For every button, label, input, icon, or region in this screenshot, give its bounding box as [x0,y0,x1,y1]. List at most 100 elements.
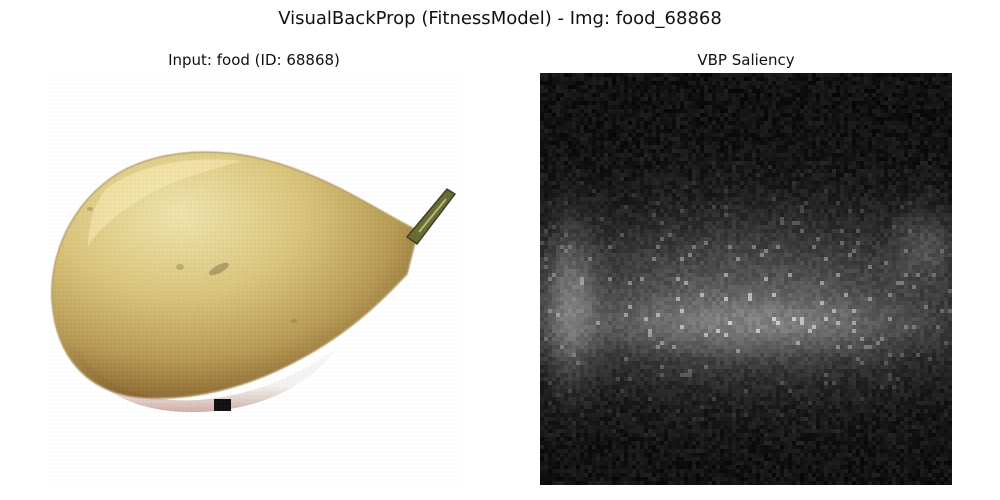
saliency-pixel [892,73,896,77]
saliency-pixel [548,265,552,269]
saliency-pixel [924,129,928,133]
saliency-pixel [560,253,564,257]
saliency-pixel [880,245,884,249]
saliency-pixel [780,157,784,161]
saliency-pixel [748,193,752,197]
saliency-pixel [788,137,792,141]
saliency-pixel [592,265,596,269]
saliency-pixel [668,221,672,225]
saliency-pixel [872,93,876,97]
saliency-pixel [640,197,644,201]
saliency-pixel [888,117,892,121]
saliency-pixel [848,213,852,217]
saliency-pixel [728,257,732,261]
saliency-pixel [732,81,736,85]
saliency-pixel [576,209,580,213]
saliency-pixel [908,209,912,213]
saliency-pixel [900,169,904,173]
saliency-pixel [568,85,572,89]
saliency-pixel [772,149,776,153]
saliency-pixel [916,117,920,121]
saliency-pixel [688,165,692,169]
saliency-pixel [860,241,864,245]
saliency-pixel [908,189,912,193]
saliency-pixel [944,105,948,109]
saliency-pixel [940,73,944,77]
saliency-pixel [948,213,952,217]
saliency-pixel [604,137,608,141]
saliency-pixel [664,105,668,109]
saliency-pixel [652,165,656,169]
saliency-pixel [760,149,764,153]
saliency-pixel [696,153,700,157]
saliency-pixel [608,145,612,149]
saliency-pixel [600,109,604,113]
saliency-pixel [796,73,800,77]
saliency-pixel [648,117,652,121]
saliency-pixel [832,249,836,253]
saliency-pixel [780,261,784,265]
saliency-pixel [840,193,844,197]
saliency-pixel [624,201,628,205]
saliency-pixel [608,209,612,213]
saliency-pixel [772,137,776,141]
saliency-pixel [844,221,848,225]
saliency-pixel [948,201,952,205]
saliency-pixel [816,241,820,245]
saliency-pixel [656,165,660,169]
saliency-pixel [652,125,656,129]
saliency-pixel [648,181,652,185]
saliency-pixel [788,189,792,193]
saliency-pixel [900,261,904,265]
saliency-pixel [828,173,832,177]
saliency-pixel [868,245,872,249]
saliency-pixel [548,97,552,101]
saliency-pixel [916,77,920,81]
saliency-pixel [712,109,716,113]
saliency-pixel [772,225,776,229]
saliency-pixel [728,145,732,149]
saliency-pixel [932,257,936,261]
saliency-pixel [876,145,880,149]
saliency-pixel [560,145,564,149]
saliency-pixel [912,89,916,93]
saliency-pixel [700,165,704,169]
saliency-pixel [784,201,788,205]
saliency-pixel [716,249,720,253]
saliency-pixel [856,245,860,249]
saliency-pixel [636,93,640,97]
saliency-pixel [712,209,716,213]
saliency-pixel [928,165,932,169]
saliency-pixel [684,217,688,221]
saliency-pixel [828,105,832,109]
saliency-pixel [592,249,596,253]
saliency-pixel [588,181,592,185]
saliency-pixel [844,225,848,229]
saliency-pixel [904,233,908,237]
saliency-pixel [704,197,708,201]
saliency-pixel [660,209,664,213]
saliency-pixel [796,153,800,157]
saliency-pixel [668,241,672,245]
saliency-pixel [644,221,648,225]
saliency-pixel [644,213,648,217]
saliency-pixel [724,185,728,189]
saliency-pixel [744,161,748,165]
saliency-pixel [724,121,728,125]
saliency-pixel [848,177,852,181]
saliency-pixel [592,73,596,77]
saliency-pixel [852,93,856,97]
saliency-pixel [912,181,916,185]
saliency-pixel [736,249,740,253]
saliency-pixel [776,157,780,161]
saliency-pixel [652,73,656,77]
saliency-pixel [896,245,900,249]
saliency-pixel [852,177,856,181]
saliency-pixel [576,73,580,77]
saliency-pixel [644,117,648,121]
saliency-pixel [620,237,624,241]
saliency-pixel [716,257,720,261]
saliency-pixel [688,141,692,145]
saliency-pixel [804,185,808,189]
saliency-pixel [740,109,744,113]
